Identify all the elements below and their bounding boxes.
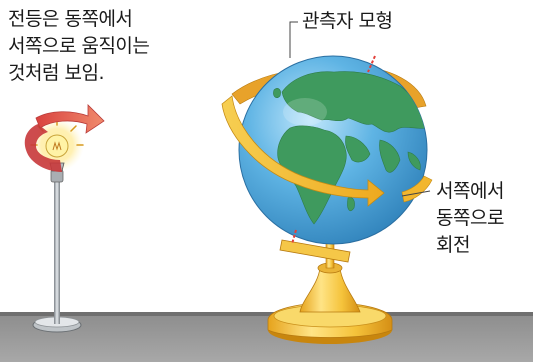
floor bbox=[0, 312, 533, 362]
rotation-caption-line-3: 회전 bbox=[436, 234, 470, 256]
lamp bbox=[30, 117, 84, 333]
light-bulb bbox=[45, 134, 69, 158]
lamp-apparent-motion-arrow bbox=[24, 104, 105, 172]
globe-stand bbox=[267, 239, 393, 344]
lamp-caption-line-3: 것처럼 보임. bbox=[8, 62, 104, 84]
lamp-caption-line-2: 서쪽으로 움직이는 bbox=[8, 35, 150, 57]
lamp-caption-line-1: 전등은 동쪽에서 bbox=[8, 8, 133, 30]
rotation-caption: 서쪽에서 동쪽으로 회전 bbox=[436, 178, 504, 259]
rotation-leader-line bbox=[401, 190, 431, 197]
leader-lines bbox=[289, 21, 431, 197]
rotation-arrow bbox=[221, 95, 433, 207]
rotation-caption-line-2: 동쪽으로 bbox=[436, 207, 504, 229]
observer-model-label: 관측자 모형 bbox=[302, 8, 393, 35]
earth-globe bbox=[238, 55, 428, 245]
lamp-caption: 전등은 동쪽에서 서쪽으로 움직이는 것처럼 보임. bbox=[8, 6, 150, 87]
observer-model-text: 관측자 모형 bbox=[302, 10, 393, 32]
observer-leader-line bbox=[289, 21, 298, 58]
rotation-caption-line-1: 서쪽에서 bbox=[436, 180, 504, 202]
continents bbox=[273, 71, 427, 225]
observer-marker bbox=[291, 55, 376, 245]
